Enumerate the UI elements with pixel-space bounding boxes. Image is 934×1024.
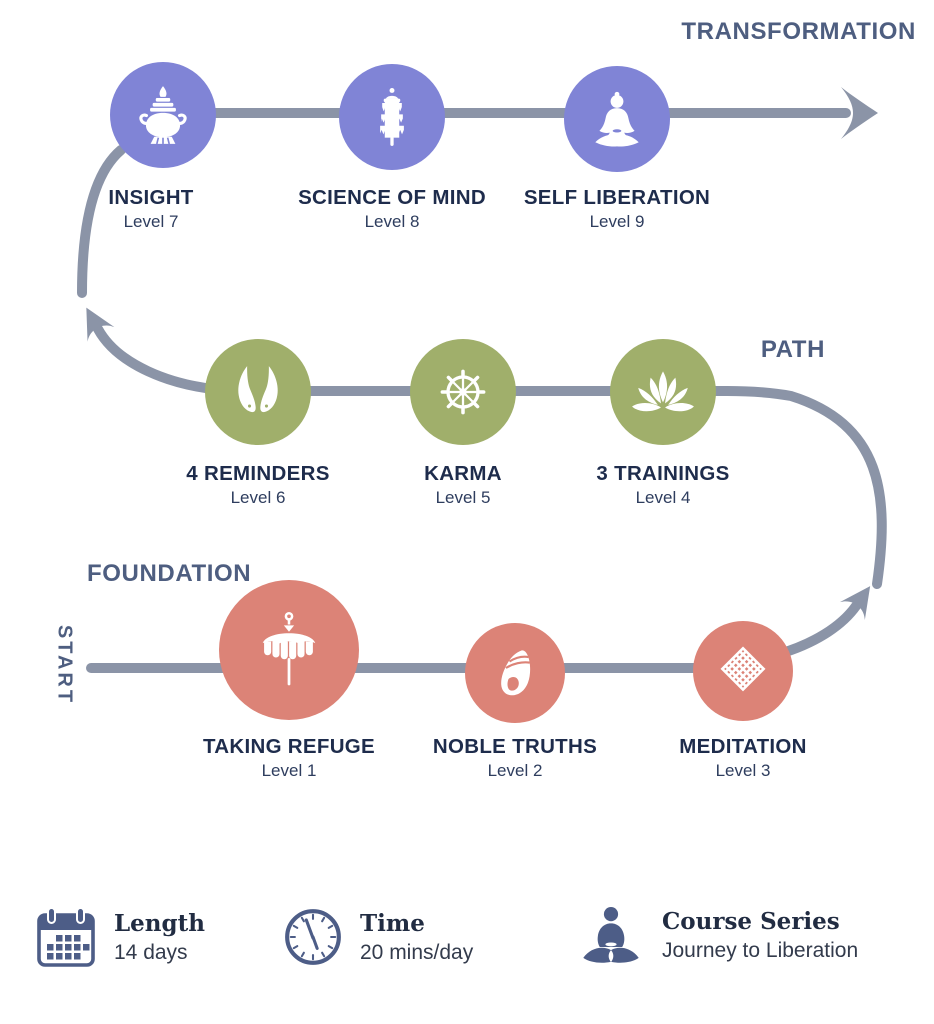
node-level: Level 9 (589, 212, 645, 231)
node-level: Level 6 (230, 488, 286, 507)
victory-banner-icon (380, 87, 404, 146)
node-name: 3 TRAININGS (596, 462, 730, 485)
node-name: SELF LIBERATION (523, 186, 711, 209)
node-karma (410, 339, 516, 445)
label-karma: KARMA Level 5 (343, 462, 583, 508)
node-noble-truths (465, 623, 565, 723)
section-heading-transformation: TRANSFORMATION (681, 18, 916, 45)
node-name: INSIGHT (108, 186, 194, 209)
label-noble-truths: NOBLE TRUTHS Level 2 (395, 735, 635, 781)
footer-value: 20 mins/day (360, 940, 474, 964)
label-taking-refuge: TAKING REFUGE Level 1 (169, 735, 409, 781)
label-insight: INSIGHT Level 7 (31, 186, 271, 232)
footer-item-time: Time 20 mins/day (282, 906, 473, 968)
treasure-vase-icon (139, 86, 187, 145)
node-level: Level 3 (715, 761, 771, 780)
node-name: MEDITATION (679, 735, 807, 758)
label-3-trainings: 3 TRAININGS Level 4 (543, 462, 783, 508)
node-level: Level 1 (261, 761, 317, 780)
node-name: TAKING REFUGE (202, 735, 376, 758)
node-level: Level 5 (435, 488, 491, 507)
path-line (86, 307, 887, 589)
label-self-liberation: SELF LIBERATION Level 9 (497, 186, 737, 232)
footer-title: Length (114, 909, 205, 937)
parasol-icon (262, 611, 316, 686)
calendar-icon (37, 907, 95, 967)
golden-fish-icon (238, 366, 278, 413)
footer-title: Course Series (662, 907, 840, 935)
node-level: Level 4 (635, 488, 691, 507)
node-name: SCIENCE OF MIND (298, 186, 486, 209)
node-self-liberation (564, 66, 670, 172)
lotus-icon (632, 371, 694, 412)
footer-value: 14 days (114, 940, 188, 964)
label-4-reminders: 4 REMINDERS Level 6 (138, 462, 378, 508)
node-name: 4 REMINDERS (186, 462, 330, 485)
section-heading-path: PATH (760, 336, 825, 363)
footer-item-length: Length 14 days (34, 906, 205, 968)
node-3-trainings (610, 339, 716, 445)
node-level: Level 7 (123, 212, 179, 231)
endless-knot-icon (720, 646, 766, 692)
node-insight (110, 62, 216, 168)
dharma-wheel-icon (440, 369, 486, 415)
transformation-arrowhead (841, 87, 878, 139)
label-meditation: MEDITATION Level 3 (623, 735, 863, 781)
meditator-icon (583, 907, 639, 963)
node-name: NOBLE TRUTHS (432, 735, 598, 758)
footer-title: Time (360, 909, 425, 937)
node-meditation (693, 621, 793, 721)
node-level: Level 2 (487, 761, 543, 780)
section-heading-foundation: FOUNDATION (87, 560, 252, 587)
node-taking-refuge (219, 580, 359, 720)
clock-icon (285, 909, 341, 965)
start-label: START (53, 624, 76, 706)
node-name: KARMA (424, 462, 502, 485)
foundation-to-path-arrow (774, 586, 871, 659)
conch-shell-icon (501, 650, 531, 696)
node-science-of-mind (339, 64, 445, 170)
path-to-transformation-tail (77, 145, 126, 298)
footer-value: Journey to Liberation (662, 938, 859, 962)
label-science-of-mind: SCIENCE OF MIND Level 8 (272, 186, 512, 232)
node-level: Level 8 (364, 212, 420, 231)
buddha-icon (595, 91, 639, 147)
footer-item-course-series: Course Series Journey to Liberation (576, 904, 858, 966)
node-4-reminders (205, 339, 311, 445)
